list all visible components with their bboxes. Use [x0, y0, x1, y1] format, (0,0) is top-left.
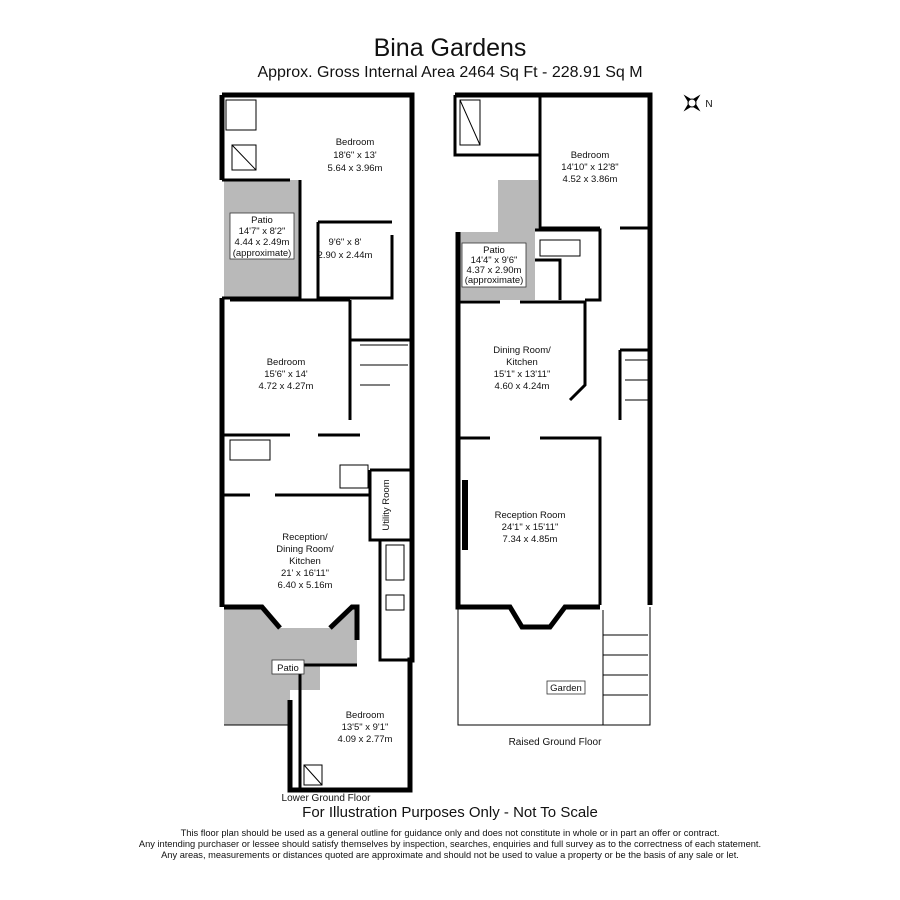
- room-label: Garden: [550, 683, 582, 694]
- floor-label: Raised Ground Floor: [509, 737, 602, 748]
- north-label: N: [705, 99, 712, 110]
- disclaimer-line: Any areas, measurements or distances quo…: [161, 850, 739, 860]
- room-label: Patio: [277, 663, 299, 674]
- floor-label: Lower Ground Floor: [282, 793, 372, 804]
- disclaimer-line: This floor plan should be used as a gene…: [180, 828, 720, 838]
- compass-rose-icon: N: [683, 94, 713, 112]
- disclaimer-line: Any intending purchaser or lessee should…: [138, 839, 762, 849]
- room-label: 9'6" x 8'2.90 x 2.44m: [318, 237, 373, 261]
- plan-title: Bina Gardens: [373, 34, 527, 62]
- gross-area: Approx. Gross Internal Area 2464 Sq Ft -…: [257, 64, 643, 81]
- room-label: Utility Room: [381, 479, 392, 530]
- illustration-note: For Illustration Purposes Only - Not To …: [302, 804, 598, 821]
